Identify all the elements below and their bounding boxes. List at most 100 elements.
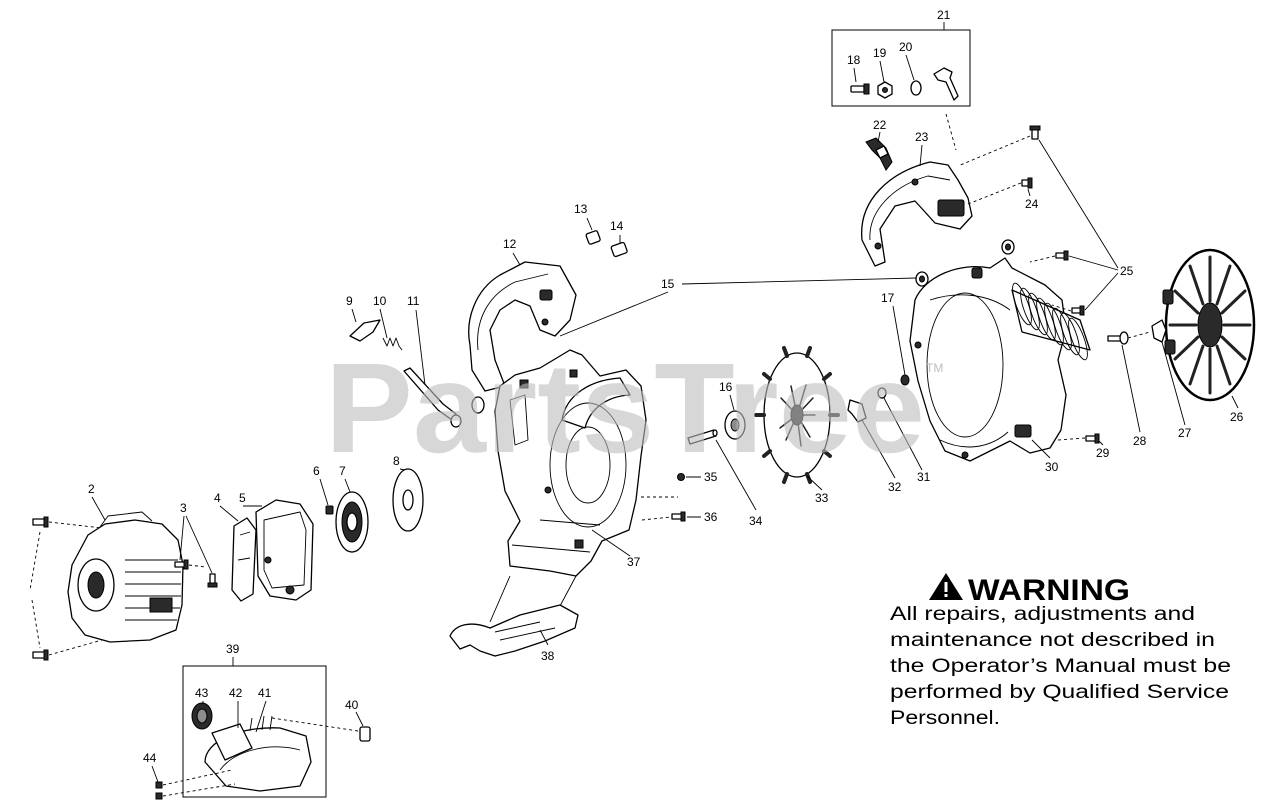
part-6-bolt <box>325 505 334 515</box>
part-19-nut <box>877 81 893 99</box>
part-26-fan-cover <box>1162 248 1256 402</box>
top-screw <box>957 125 1041 167</box>
callout-28: 28 <box>1133 434 1147 448</box>
part-29-screw <box>1057 433 1100 444</box>
callout-26: 26 <box>1230 410 1244 424</box>
kit-assembly-line <box>945 113 957 151</box>
grommet <box>471 396 485 414</box>
watermark-trademark: TM <box>926 361 943 375</box>
callout-2: 2 <box>88 482 95 496</box>
callout-6: 6 <box>313 464 320 478</box>
part-30-blower-housing <box>909 257 1091 462</box>
callout-38: 38 <box>541 649 555 663</box>
part-38-handle <box>449 604 579 657</box>
part-40-fitting <box>271 717 371 742</box>
callout-7: 7 <box>339 464 346 478</box>
callout-23: 23 <box>915 130 929 144</box>
callout-labels: 21 18 19 20 22 23 24 25 26 27 28 29 30 1… <box>88 8 1244 765</box>
warning-line-4: performed by Qualified Service <box>890 682 1229 703</box>
part-22-switch <box>865 137 893 171</box>
warning-line-1: All repairs, adjustments and <box>890 604 1195 625</box>
callout-5: 5 <box>239 491 246 505</box>
callout-21: 21 <box>937 8 951 22</box>
callout-18: 18 <box>847 53 861 67</box>
warning-line-3: the Operator’s Manual must be <box>890 656 1231 677</box>
callout-3: 3 <box>180 501 187 515</box>
callout-44: 44 <box>143 751 157 765</box>
part-8-washer <box>392 468 424 532</box>
callout-15: 15 <box>661 277 675 291</box>
part-44-screws <box>155 769 236 800</box>
warning-line-5: Personnel. <box>890 708 1000 729</box>
part-15-nut-right <box>1001 239 1015 255</box>
callout-12: 12 <box>503 237 517 251</box>
callout-36: 36 <box>704 510 718 524</box>
warning-notice: WARNING All repairs, adjustments and mai… <box>890 573 1231 729</box>
housing-screw-top <box>32 516 103 529</box>
callout-33: 33 <box>815 491 829 505</box>
part-34-pin <box>687 429 718 445</box>
callout-25: 25 <box>1120 264 1134 278</box>
part-12-handle <box>468 261 577 392</box>
callout-19: 19 <box>873 46 887 60</box>
warning-heading: WARNING <box>968 574 1130 607</box>
callout-9: 9 <box>346 294 353 308</box>
part-37-main-housing <box>489 349 647 623</box>
callout-35: 35 <box>704 470 718 484</box>
part-42-tube <box>211 723 253 761</box>
part-31-washer <box>877 387 887 399</box>
callout-41: 41 <box>258 686 272 700</box>
leader-lines <box>91 22 1239 783</box>
callout-37: 37 <box>627 555 641 569</box>
warning-icon <box>929 573 963 600</box>
part-7-pulley <box>335 491 369 553</box>
kit-lever <box>933 67 959 101</box>
part-18-pin <box>850 83 870 95</box>
part-36-screw <box>641 511 686 522</box>
blower-outlet-tube <box>1011 282 1091 361</box>
part-21-kit-box <box>831 29 971 107</box>
part-23-cover <box>861 161 973 267</box>
part-27-clip <box>1151 319 1167 343</box>
part-9-bracket <box>349 319 381 342</box>
screw-axis-line <box>29 531 41 649</box>
callout-30: 30 <box>1045 460 1059 474</box>
callout-34: 34 <box>749 514 763 528</box>
part-25-screws <box>1029 250 1085 316</box>
part-16-bearing <box>724 410 746 440</box>
callout-10: 10 <box>373 294 387 308</box>
callout-14: 14 <box>610 219 624 233</box>
callout-11: 11 <box>407 294 420 308</box>
part-3-screws <box>174 559 218 588</box>
callout-13: 13 <box>574 202 588 216</box>
watermark: PartsTree TM <box>325 337 943 480</box>
callout-17: 17 <box>881 291 895 305</box>
callout-22: 22 <box>873 118 887 132</box>
callout-27: 27 <box>1178 426 1192 440</box>
housing-screw-bottom <box>32 639 103 661</box>
callout-4: 4 <box>214 491 221 505</box>
callout-40: 40 <box>345 698 359 712</box>
part-14-nut <box>610 241 628 258</box>
part-20-ring <box>910 80 922 96</box>
callout-42: 42 <box>229 686 243 700</box>
part-13-nut <box>585 230 601 245</box>
part-11-rod <box>403 367 462 428</box>
callout-29: 29 <box>1096 446 1110 460</box>
callout-20: 20 <box>899 40 913 54</box>
callout-24: 24 <box>1025 197 1039 211</box>
part-15-nut-left <box>915 271 929 287</box>
part-5-recoil-cover <box>255 499 314 601</box>
part-4-gasket <box>231 517 257 602</box>
warning-line-2: maintenance not described in <box>890 630 1215 651</box>
part-39-muffler-box <box>182 665 327 798</box>
watermark-text: PartsTree <box>325 337 925 480</box>
part-35-nut <box>641 473 685 498</box>
callout-8: 8 <box>393 454 400 468</box>
callout-43: 43 <box>195 686 209 700</box>
callout-39: 39 <box>226 642 240 656</box>
callout-32: 32 <box>888 480 902 494</box>
callout-31: 31 <box>917 470 931 484</box>
part-10-spring <box>382 337 403 351</box>
